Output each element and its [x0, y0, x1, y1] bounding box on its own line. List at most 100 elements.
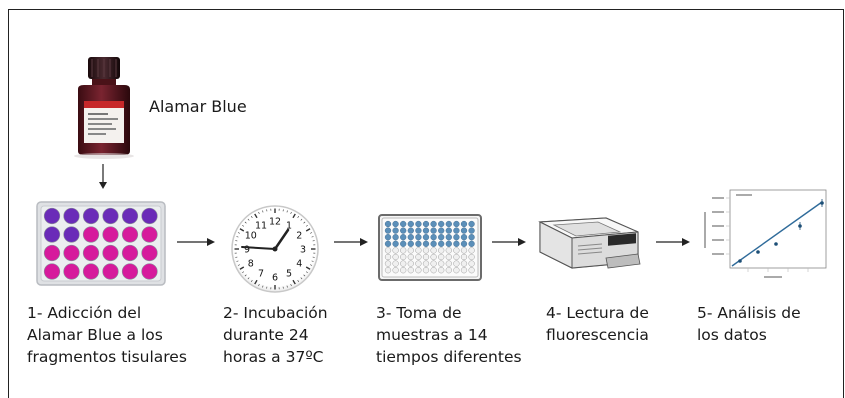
sample-well [460, 247, 468, 254]
sample-well [415, 247, 422, 254]
step-5-line-1: 5- Análisis de [697, 304, 801, 322]
sample-well [407, 247, 414, 254]
sample-well [392, 247, 399, 254]
sample-well [453, 247, 460, 254]
sample-well [453, 240, 460, 247]
step-3-line-1: 3- Toma de [376, 304, 462, 322]
sample-well [445, 240, 452, 247]
sample-well [445, 234, 452, 241]
step-1-line-1: 1- Adicción del [27, 304, 142, 322]
clock-number: 10 [245, 231, 257, 242]
well [141, 244, 158, 262]
step-2-line-2: durante 24 [223, 326, 309, 344]
diagram-frame [8, 9, 844, 398]
step-5-caption: 5- Análisis de los datos [697, 302, 801, 346]
sample-well [460, 240, 468, 247]
well [121, 207, 139, 225]
well [102, 226, 119, 243]
sample-well [407, 220, 414, 228]
sample-well [392, 234, 399, 241]
sample-well [453, 260, 460, 267]
sample-well [430, 260, 437, 267]
step-3-line-2: muestras a 14 [376, 326, 488, 344]
down-arrow-icon [99, 164, 107, 189]
step-2-line-1: 2- Incubación [223, 304, 328, 322]
well [121, 226, 139, 243]
sample-well [392, 267, 399, 274]
well [63, 207, 80, 225]
alamar-blue-label: Alamar Blue [149, 97, 247, 116]
clock-number: 7 [258, 269, 264, 280]
sample-well [453, 220, 460, 228]
well [141, 207, 158, 225]
sample-well [468, 260, 475, 267]
well [63, 263, 80, 280]
step-4-caption: 4- Lectura de fluorescencia [546, 302, 649, 346]
sample-well [445, 247, 452, 254]
sample-well [392, 240, 399, 247]
step-4-line-2: fluorescencia [546, 326, 649, 344]
well [43, 244, 61, 262]
sample-well [422, 267, 430, 274]
step-1-line-3: fragmentos tisulares [27, 348, 187, 366]
sample-well [445, 267, 452, 274]
arrow-1-icon [177, 238, 215, 246]
sample-well [384, 247, 392, 254]
sample-well [468, 247, 475, 254]
well [82, 244, 100, 262]
sample-well [430, 267, 437, 274]
sample-well [415, 220, 422, 228]
sample-well [422, 240, 430, 247]
sample-well [430, 253, 437, 261]
sample-well [468, 220, 475, 228]
sample-well [430, 247, 437, 254]
sample-well [468, 240, 475, 247]
step-1-caption: 1- Adicción del Alamar Blue a los fragme… [27, 302, 187, 368]
well-plate-icon [36, 201, 166, 286]
sample-well [407, 267, 414, 274]
step-4-line-1: 4- Lectura de [546, 304, 649, 322]
clock-number: 6 [272, 273, 278, 284]
sample-well [445, 260, 452, 267]
sample-well [453, 267, 460, 274]
sample-well [384, 234, 392, 241]
sample-well [445, 253, 452, 261]
arrow-3-icon [492, 238, 526, 246]
sample-well [445, 220, 452, 228]
sample-well [392, 220, 399, 228]
step-3-line-3: tiempos diferentes [376, 348, 522, 366]
sample-well [438, 220, 445, 228]
sample-well [438, 260, 445, 267]
sample-well [400, 267, 407, 274]
sample-well [468, 267, 475, 274]
sample-well [384, 260, 392, 267]
well [141, 226, 158, 243]
sample-well [415, 253, 422, 261]
fluorescence-reader-icon [538, 217, 641, 269]
sample-well [415, 267, 422, 274]
clock-number: 9 [244, 245, 250, 256]
sample-well [384, 240, 392, 247]
graph-trend-line [731, 201, 823, 267]
step-2-caption: 2- Incubación durante 24 horas a 37ºC [223, 302, 328, 368]
data-analysis-graph-icon [704, 189, 827, 278]
sample-well [400, 253, 407, 261]
sample-well [384, 227, 392, 234]
sample-well [400, 227, 407, 234]
well [63, 226, 80, 243]
well [102, 244, 119, 262]
sample-well [430, 234, 437, 241]
sample-well [422, 253, 430, 261]
step-1-line-2: Alamar Blue a los [27, 326, 163, 344]
sample-well [438, 247, 445, 254]
sample-well [392, 253, 399, 261]
sample-well [468, 227, 475, 234]
sample-well [438, 227, 445, 234]
sample-well [422, 227, 430, 234]
sample-well [422, 220, 430, 228]
sample-well [453, 253, 460, 261]
sample-well [430, 220, 437, 228]
clock-number: 8 [248, 259, 254, 270]
sample-well [460, 253, 468, 261]
